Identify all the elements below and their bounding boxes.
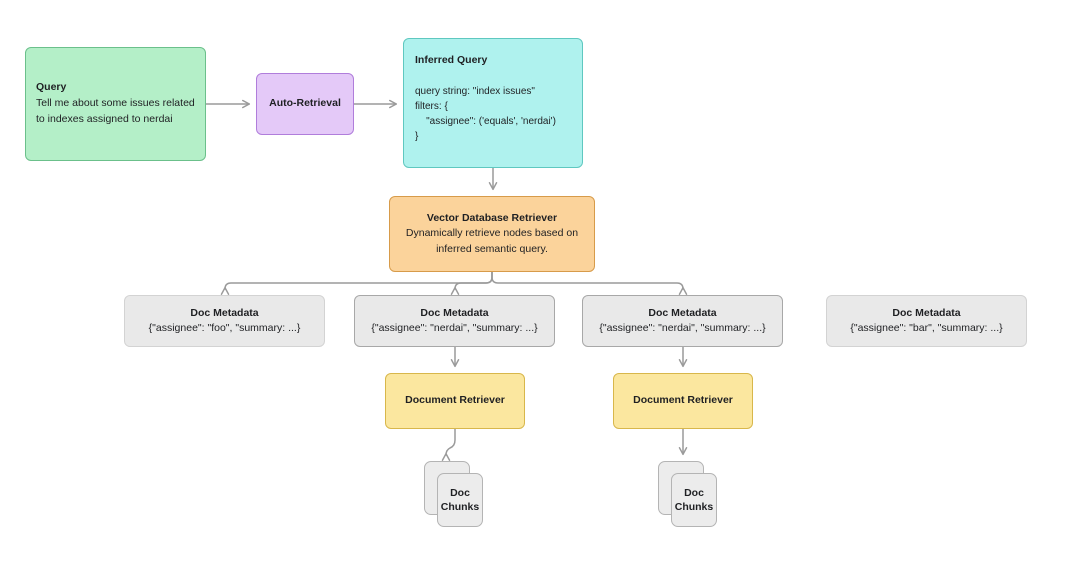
node-query-title: Query [36,81,67,94]
node-doc-chunks-1-line1: Doc [684,486,704,499]
node-inferred-query-body: query string: "index issues" filters: { … [415,86,556,143]
node-auto-retrieval[interactable]: Auto-Retrieval [256,73,354,135]
node-doc-metadata-1[interactable]: Doc Metadata {"assignee": "nerdai", "sum… [354,295,555,347]
node-doc-metadata-3-body: {"assignee": "bar", "summary: ...} [850,321,1003,334]
node-vector-database-retriever-body: Dynamically retrieve nodes based on infe… [405,226,579,255]
node-doc-metadata-2-title: Doc Metadata [648,306,717,319]
node-doc-metadata-0-body: {"assignee": "foo", "summary: ...} [148,321,301,334]
node-doc-chunks-0-line2: Chunks [440,501,480,513]
node-document-retriever-0-title: Document Retriever [405,394,505,407]
node-doc-metadata-0[interactable]: Doc Metadata {"assignee": "foo", "summar… [124,295,325,347]
node-inferred-query[interactable]: Inferred Query query string: "index issu… [403,38,583,168]
node-doc-metadata-0-title: Doc Metadata [190,306,259,319]
doc-chunks-front-card-0: Doc Chunks [437,473,483,527]
node-doc-chunks-1-line2: Chunks [674,501,714,513]
edge-vector-db-to-doc-metadata-1 [450,271,493,295]
doc-chunks-front-card-1: Doc Chunks [671,473,717,527]
node-query-body: Tell me about some issues related to ind… [36,97,195,126]
edge-vector-db-to-doc-metadata-2 [491,271,688,295]
node-doc-metadata-3-title: Doc Metadata [892,306,961,319]
node-doc-metadata-1-title: Doc Metadata [420,306,489,319]
node-auto-retrieval-title: Auto-Retrieval [269,97,341,110]
node-doc-metadata-3[interactable]: Doc Metadata {"assignee": "bar", "summar… [826,295,1027,347]
node-document-retriever-0[interactable]: Document Retriever [385,373,525,429]
node-vector-database-retriever-title: Vector Database Retriever [426,211,558,224]
node-doc-metadata-2-body: {"assignee": "nerdai", "summary: ...} [599,321,766,334]
node-inferred-query-title: Inferred Query [415,54,488,66]
node-document-retriever-1[interactable]: Document Retriever [613,373,753,429]
node-doc-chunks-0-line1: Doc [450,486,470,499]
node-query[interactable]: Query Tell me about some issues related … [25,47,206,161]
node-document-retriever-1-title: Document Retriever [633,394,733,407]
node-vector-database-retriever[interactable]: Vector Database Retriever Dynamically re… [389,196,595,272]
node-doc-metadata-1-body: {"assignee": "nerdai", "summary: ...} [371,321,538,334]
edge-vector-db-to-doc-metadata-0 [220,271,493,295]
node-doc-chunks-0[interactable]: Doc Chunks [424,461,486,529]
node-doc-chunks-1[interactable]: Doc Chunks [658,461,720,529]
edge-document-retriever-0-to-doc-chunks-0 [441,428,456,461]
node-doc-metadata-2[interactable]: Doc Metadata {"assignee": "nerdai", "sum… [582,295,783,347]
